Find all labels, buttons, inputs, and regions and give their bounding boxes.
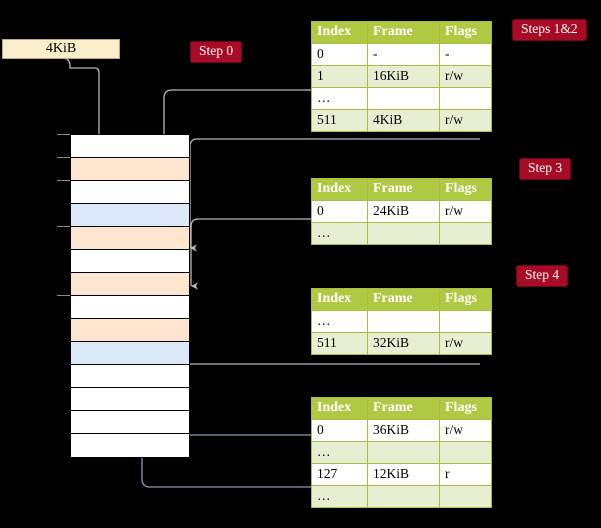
memory-frame-row: [71, 388, 189, 411]
wire-steps12-in: [163, 89, 480, 152]
column-header-index: Index: [311, 288, 368, 311]
cell-frame: [367, 310, 440, 333]
memory-frame-row: [71, 319, 189, 342]
memory-frame-row: [71, 158, 189, 181]
cell-flags: [439, 485, 492, 508]
cell-frame: 12KiB: [367, 463, 440, 486]
cell-frame: 36KiB: [367, 419, 440, 442]
memory-frame-row: [71, 227, 189, 250]
column-header-flags: Flags: [439, 288, 492, 311]
cell-flags: r/w: [439, 419, 492, 442]
cell-flags: [439, 87, 492, 110]
table-row: …: [311, 441, 492, 464]
column-header-flags: Flags: [439, 397, 492, 420]
column-header-index: Index: [311, 178, 368, 201]
badge-steps-1-2: Steps 1&2: [512, 19, 587, 41]
cell-index: 511: [311, 109, 368, 132]
cell-index: 127: [311, 463, 368, 486]
badge-step-4: Step 4: [516, 265, 569, 287]
column-header-frame: Frame: [367, 397, 440, 420]
cell-frame: [367, 485, 440, 508]
physical-memory-column: [70, 134, 190, 458]
wire-step3: [190, 218, 480, 290]
cell-flags: r/w: [439, 200, 492, 223]
memory-tick: [57, 180, 70, 181]
cell-index: 0: [311, 419, 368, 442]
memory-tick: [57, 226, 70, 227]
memory-frame-row: [71, 204, 189, 227]
badge-step-3: Step 3: [519, 158, 572, 180]
cell-flags: r/w: [439, 109, 492, 132]
cell-flags: [439, 441, 492, 464]
cell-flags: r: [439, 463, 492, 486]
memory-tick: [57, 157, 70, 158]
cell-index: 0: [311, 200, 368, 223]
cell-index: 1: [311, 65, 368, 88]
wire-step12-511: [189, 138, 480, 252]
cell-index: …: [311, 87, 368, 110]
table-row: …: [311, 87, 492, 110]
cell-flags: r/w: [439, 332, 492, 355]
table-row: 0--: [311, 43, 492, 66]
memory-tick: [57, 134, 70, 135]
memory-frame-row: [71, 411, 189, 434]
cell-frame: [367, 441, 440, 464]
memory-frame-row: [71, 434, 189, 457]
memory-frame-row: [71, 250, 189, 273]
cell-index: …: [311, 441, 368, 464]
cell-frame: -: [367, 43, 440, 66]
cell-index: 0: [311, 43, 368, 66]
wire-step0: [61, 57, 106, 152]
table-row: …: [311, 485, 492, 508]
memory-frame-row: [71, 365, 189, 388]
cell-frame: 32KiB: [367, 332, 440, 355]
cell-frame: 4KiB: [367, 109, 440, 132]
memory-frame-row: [71, 296, 189, 319]
cell-flags: [439, 222, 492, 245]
cell-frame: 24KiB: [367, 200, 440, 223]
cell-frame: [367, 87, 440, 110]
memory-frame-row: [71, 181, 189, 204]
wire-table4-row127: [135, 208, 480, 488]
memory-frame-row: [71, 135, 189, 158]
column-header-flags: Flags: [439, 21, 492, 44]
page-size-label: 4KiB: [45, 41, 77, 56]
cell-index: …: [311, 485, 368, 508]
cell-index: 511: [311, 332, 368, 355]
memory-frame-row: [71, 273, 189, 296]
table-row: …: [311, 222, 492, 245]
column-header-frame: Frame: [367, 178, 440, 201]
memory-tick: [57, 295, 70, 296]
column-header-index: Index: [311, 21, 368, 44]
cell-flags: [439, 310, 492, 333]
memory-frame-row: [71, 342, 189, 365]
cell-flags: r/w: [439, 65, 492, 88]
column-header-index: Index: [311, 397, 368, 420]
badge-step-0: Step 0: [190, 41, 243, 63]
cell-frame: 16KiB: [367, 65, 440, 88]
cell-index: …: [311, 222, 368, 245]
cell-frame: [367, 222, 440, 245]
cell-index: …: [311, 310, 368, 333]
table-row: …: [311, 310, 492, 333]
column-header-flags: Flags: [439, 178, 492, 201]
column-header-frame: Frame: [367, 288, 440, 311]
page-size-box: 4KiB: [2, 39, 120, 59]
column-header-frame: Frame: [367, 21, 440, 44]
cell-flags: -: [439, 43, 492, 66]
